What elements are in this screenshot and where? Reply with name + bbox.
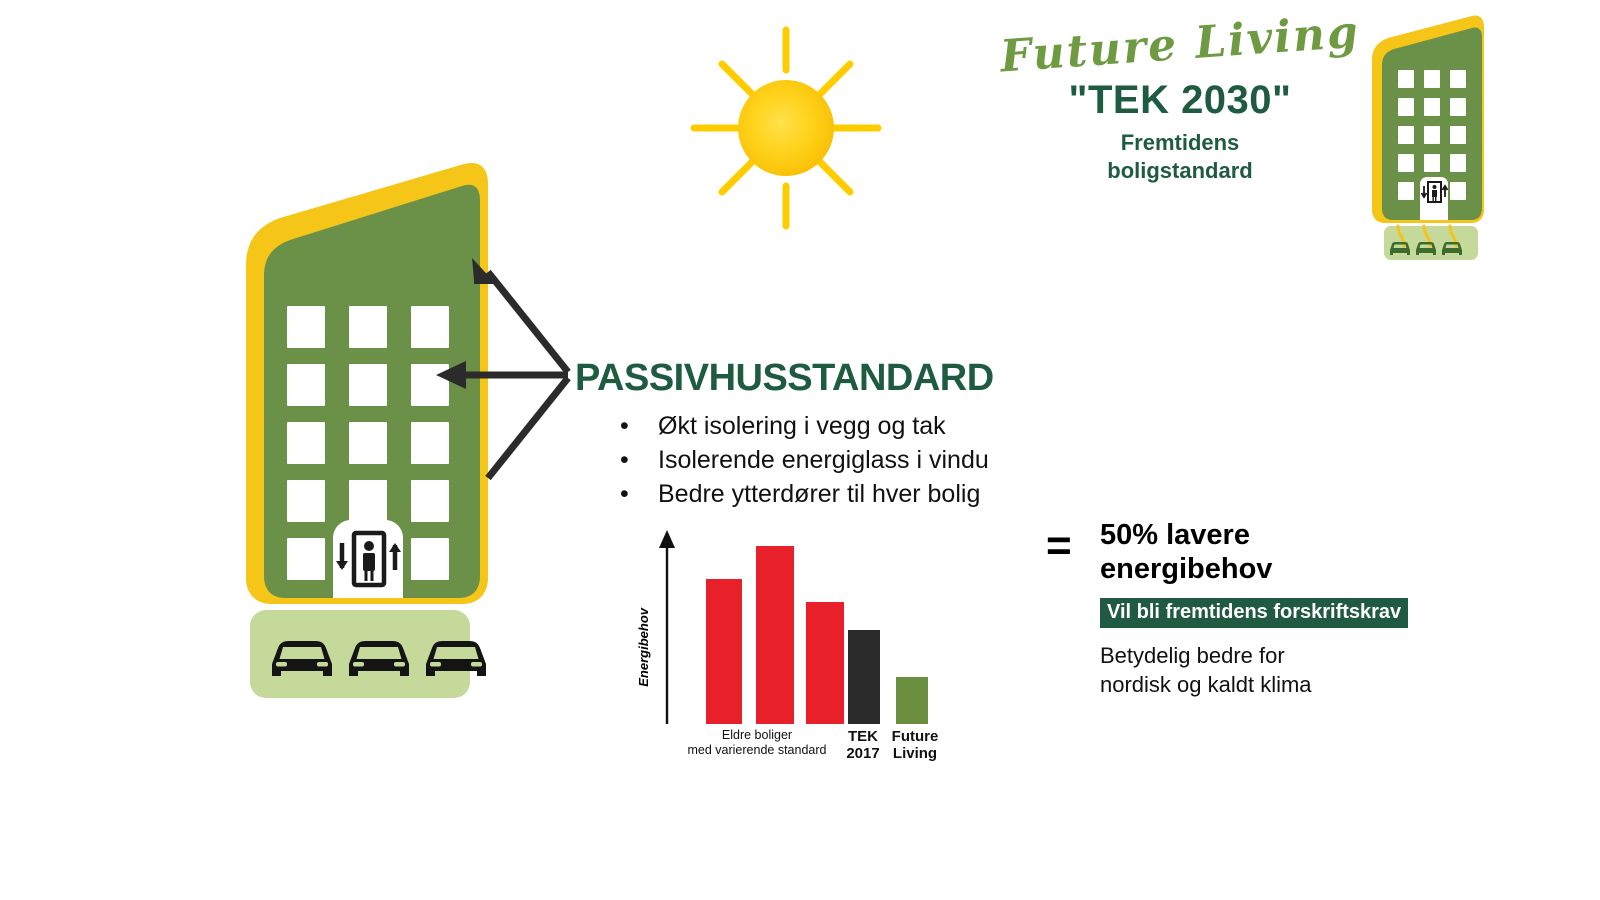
- chart-plot-area: Eldre boliger med varierende standard TE…: [668, 528, 938, 762]
- list-item-label: Økt isolering i vegg og tak: [658, 412, 946, 440]
- car-icon-small-group: [1390, 242, 1462, 255]
- elevator-icon-large: [333, 520, 403, 598]
- brand-script-logo: Future Living: [998, 6, 1362, 83]
- bullet-marker-icon: •: [620, 480, 629, 508]
- summary-title-line2: energibehov: [1100, 553, 1273, 586]
- brand-header: Future Living "TEK 2030" Fremtidens boli…: [999, 7, 1362, 184]
- building-illustration-large: [232, 158, 500, 698]
- list-item: • Isolerende energiglass i vindu: [612, 444, 989, 476]
- feature-bullet-list: • Økt isolering i vegg og tak • Isoleren…: [612, 410, 989, 512]
- chart-bar: [706, 579, 742, 724]
- chart-bar: [896, 677, 928, 724]
- brand-subtitle-line2: boligstandard: [1107, 157, 1253, 183]
- chart-group-label: Eldre boliger med varierende standard: [672, 728, 842, 758]
- summary-note-line1: Betydelig bedre for: [1100, 643, 1285, 669]
- status-badge: Vil bli fremtidens forskriftskrav: [1100, 598, 1409, 629]
- brand-tek-title: "TEK 2030": [1068, 78, 1292, 123]
- summary-title-line1: 50% lavere: [1100, 519, 1250, 551]
- building-illustration-small: [1368, 14, 1496, 262]
- chart-tick-label-futureliving: Future Living: [891, 728, 939, 763]
- bullet-marker-icon: •: [620, 412, 629, 440]
- elevator-icon-small: [1420, 177, 1449, 220]
- chart-tick-label-tek2017: TEK 2017: [846, 728, 880, 763]
- summary-title: 50% lavere energibehov: [1100, 518, 1500, 586]
- chart-y-axis-arrow: [659, 530, 675, 724]
- list-item-label: Isolerende energiglass i vindu: [658, 446, 989, 474]
- equals-sign: =: [1046, 521, 1072, 570]
- callout-arrows: [420, 250, 590, 500]
- arrow-icon-upper: [485, 269, 571, 375]
- arrow-icon-lower: [485, 375, 571, 481]
- page-title: PASSIVHUSSTANDARD: [575, 357, 994, 399]
- chart-bar: [756, 546, 794, 724]
- list-item-label: Bedre ytterdører til hver bolig: [658, 480, 981, 508]
- list-item: • Bedre ytterdører til hver bolig: [612, 478, 989, 510]
- summary-note-line2: nordisk og kaldt klima: [1100, 672, 1312, 698]
- bullet-marker-icon: •: [620, 446, 629, 474]
- list-item: • Økt isolering i vegg og tak: [612, 410, 989, 442]
- chart-bar: [848, 630, 880, 724]
- chart-group-label-line2: med varierende standard: [687, 743, 827, 757]
- brand-subtitle: Fremtidens boligstandard: [1000, 129, 1360, 184]
- sun-icon: [672, 22, 900, 234]
- brand-subtitle-line1: Fremtidens: [1120, 130, 1240, 156]
- energy-demand-bar-chart: Energibehov Eldre boliger med varierende…: [636, 528, 938, 762]
- summary-block: 50% lavere energibehov Vil bli fremtiden…: [1100, 518, 1500, 700]
- chart-bar: [806, 602, 844, 724]
- chart-group-label-line1: Eldre boliger: [721, 728, 793, 742]
- summary-note: Betydelig bedre for nordisk og kaldt kli…: [1100, 641, 1500, 699]
- chart-y-axis-label: Energibehov: [636, 608, 651, 687]
- car-icon-large-group: [272, 641, 486, 676]
